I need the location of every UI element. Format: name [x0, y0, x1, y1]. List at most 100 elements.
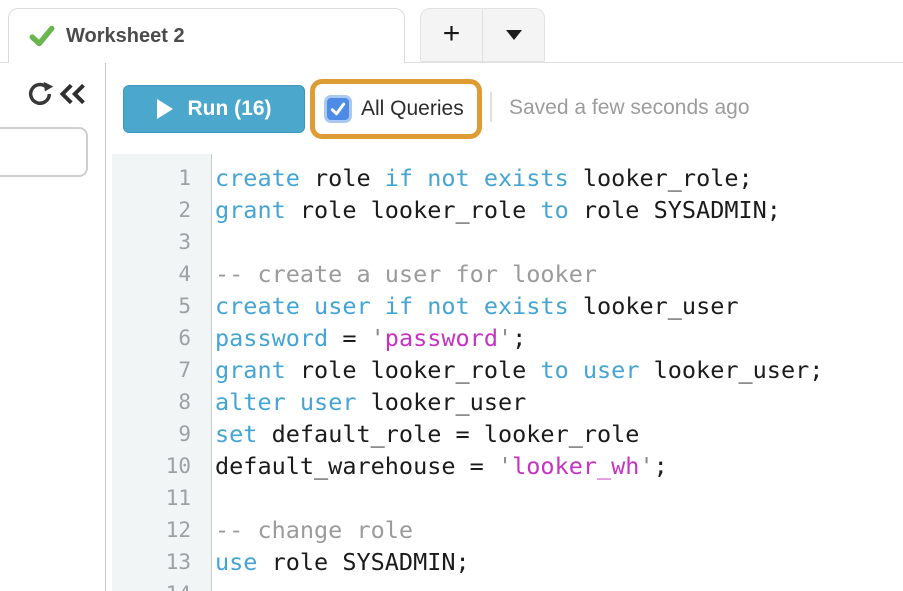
code-line[interactable]: create user if not exists looker_user	[215, 290, 903, 322]
code-token: exists	[483, 164, 569, 192]
code-line[interactable]: password = 'password';	[215, 322, 903, 354]
sql-editor: 1234567891011121314 create role if not e…	[106, 154, 903, 591]
tab-bar-divider	[0, 62, 903, 63]
code-token: exists	[483, 292, 569, 320]
code-line[interactable]: use role SYSADMIN;	[215, 546, 903, 578]
code-token: role SYSADMIN;	[257, 548, 470, 576]
code-token: to	[540, 196, 569, 224]
refresh-button[interactable]	[26, 80, 54, 108]
code-token	[413, 292, 427, 320]
code-token: ;	[653, 452, 668, 480]
code-line[interactable]	[215, 226, 903, 258]
code-token: not	[427, 164, 470, 192]
checkmark-icon	[329, 100, 347, 118]
code-line[interactable]: grant role looker_role to role SYSADMIN;	[215, 194, 903, 226]
code-token: looker_user;	[639, 356, 824, 384]
tab-title: Worksheet 2	[66, 24, 185, 47]
code-token: role looker_role	[285, 196, 541, 224]
code-token	[371, 292, 385, 320]
line-number: 8	[178, 390, 191, 414]
code-area[interactable]: create role if not exists looker_role;gr…	[215, 154, 903, 591]
new-worksheet-button[interactable]: +	[421, 9, 482, 61]
code-token: '	[497, 324, 513, 352]
code-line[interactable]: alter user looker_user	[215, 386, 903, 418]
line-number: 14	[112, 578, 211, 591]
code-token: user	[582, 356, 640, 384]
code-token: alter	[215, 388, 286, 416]
code-line[interactable]: default_warehouse = 'looker_wh';	[215, 450, 903, 482]
run-button[interactable]: Run (16)	[123, 85, 305, 133]
line-number: 9	[178, 422, 191, 446]
line-number: 7	[178, 358, 191, 382]
code-token: create	[215, 164, 300, 192]
code-token: if	[384, 164, 414, 192]
code-token: ;	[512, 324, 527, 352]
code-token: password	[384, 324, 498, 352]
line-number: 11	[165, 486, 191, 510]
sidebar-main-divider	[105, 62, 106, 591]
code-token: looker_wh	[512, 452, 640, 480]
code-token: to	[540, 356, 569, 384]
line-number: 2	[178, 198, 191, 222]
code-token: grant	[215, 196, 286, 224]
code-token	[300, 292, 314, 320]
all-queries-checkbox[interactable]	[324, 95, 352, 123]
caret-down-icon	[505, 30, 522, 40]
code-token: user	[299, 388, 357, 416]
line-number: 1	[178, 166, 191, 190]
code-token	[470, 164, 484, 192]
code-token: looker_user	[568, 292, 739, 320]
code-token: role	[299, 164, 385, 192]
double-chevron-left-icon	[59, 80, 87, 108]
code-token: default_warehouse =	[215, 452, 498, 480]
plus-icon: +	[442, 16, 461, 50]
code-line[interactable]: set default_role = looker_role	[215, 418, 903, 450]
run-button-label: Run (16)	[187, 97, 272, 120]
line-number: 10	[165, 454, 191, 478]
code-token: default_role = looker_role	[257, 420, 640, 448]
line-number: 6	[178, 326, 191, 350]
code-token: -- create a user for looker	[215, 260, 598, 288]
code-token	[470, 292, 484, 320]
worksheet-menu-button[interactable]	[483, 9, 544, 61]
code-line[interactable]: create role if not exists looker_role;	[215, 162, 903, 194]
code-token: '	[639, 452, 654, 480]
play-icon	[156, 99, 173, 119]
line-number: 5	[178, 294, 191, 318]
code-token: role SYSADMIN;	[568, 196, 781, 224]
code-line[interactable]: grant role looker_role to user looker_us…	[215, 354, 903, 386]
code-line[interactable]: -- change role	[215, 514, 903, 546]
toolbar-divider	[490, 92, 492, 122]
code-token: create	[215, 292, 300, 320]
code-token	[286, 388, 300, 416]
code-token: role looker_role	[285, 356, 541, 384]
sidebar-search-input[interactable]	[0, 127, 88, 177]
code-token	[569, 356, 583, 384]
tab-group-divider	[482, 9, 483, 61]
gutter: 1234567891011121314	[112, 154, 212, 591]
code-line[interactable]	[215, 578, 903, 591]
code-token: not	[427, 292, 470, 320]
refresh-icon	[26, 80, 54, 108]
collapse-sidebar-button[interactable]	[59, 80, 87, 108]
saved-status: Saved a few seconds ago	[509, 96, 750, 119]
code-token: set	[215, 420, 258, 448]
code-token: grant	[215, 356, 286, 384]
code-token	[413, 164, 427, 192]
line-number: 13	[165, 550, 191, 574]
tab-worksheet-2[interactable]: Worksheet 2	[8, 8, 405, 63]
all-queries-label[interactable]: All Queries	[361, 97, 464, 120]
code-token: '	[497, 452, 513, 480]
code-token: looker_user	[356, 388, 527, 416]
code-token: if	[384, 292, 414, 320]
code-token: password	[215, 324, 329, 352]
code-line[interactable]	[215, 482, 903, 514]
code-token: =	[328, 324, 371, 352]
code-token: -- change role	[215, 516, 414, 544]
code-line[interactable]: -- create a user for looker	[215, 258, 903, 290]
code-token: '	[370, 324, 385, 352]
code-token: looker_role;	[568, 164, 753, 192]
new-worksheet-controls: +	[420, 8, 545, 62]
saved-check-icon	[29, 23, 55, 49]
